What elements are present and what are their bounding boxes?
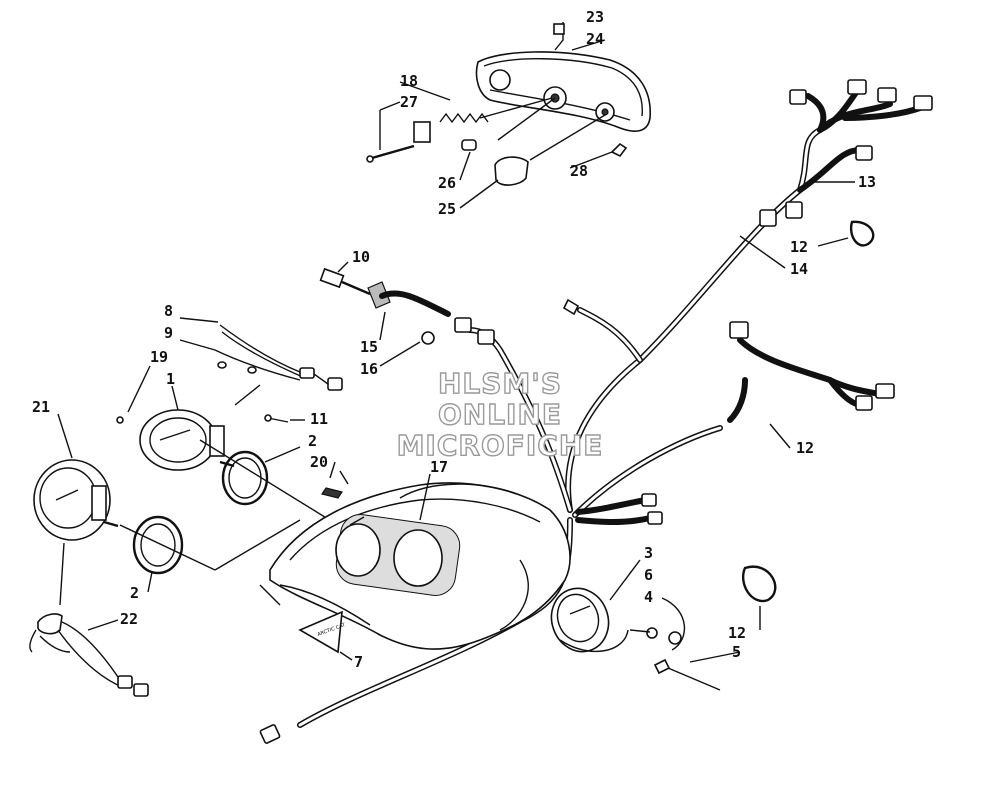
decal-7: ARCTIC CAT bbox=[298, 610, 353, 661]
callout-23: 23 bbox=[586, 8, 605, 26]
callout-19: 19 bbox=[150, 348, 169, 366]
bulb-socket-26 bbox=[461, 139, 477, 151]
callout-9: 9 bbox=[164, 324, 174, 342]
callout-7: 7 bbox=[354, 653, 364, 671]
callout-11: 11 bbox=[310, 410, 329, 428]
callout-8: 8 bbox=[164, 302, 174, 320]
speedometer-1 bbox=[116, 409, 235, 471]
callout-2-lower: 2 bbox=[130, 584, 140, 602]
bezel-ring-2-lower bbox=[132, 515, 184, 575]
callout-22: 22 bbox=[120, 610, 139, 628]
callout-5: 5 bbox=[732, 643, 742, 661]
callout-14: 14 bbox=[790, 260, 809, 278]
callout-18: 18 bbox=[400, 72, 419, 90]
callout-3: 3 bbox=[644, 544, 654, 562]
sensor-harness-22 bbox=[29, 613, 149, 697]
callout-2-upper: 2 bbox=[308, 432, 318, 450]
gauge-3 bbox=[550, 559, 741, 691]
instrument-panel-17 bbox=[259, 461, 571, 650]
callout-12-mid: 12 bbox=[796, 439, 815, 457]
callout-13: 13 bbox=[858, 173, 877, 191]
watermark: HLSM'S ONLINE MICROFICHE bbox=[385, 367, 615, 462]
callout-25: 25 bbox=[438, 200, 457, 218]
socket-25 bbox=[494, 156, 529, 186]
callout-20: 20 bbox=[310, 453, 329, 471]
callout-21: 21 bbox=[32, 398, 51, 416]
tachometer-21 bbox=[33, 459, 119, 606]
callout-28: 28 bbox=[570, 162, 589, 180]
callout-24: 24 bbox=[586, 30, 605, 48]
callout-4: 4 bbox=[644, 588, 654, 606]
callout-1: 1 bbox=[166, 370, 176, 388]
clamp-12-top bbox=[849, 220, 875, 247]
bracket bbox=[413, 121, 431, 143]
headlight-assembly bbox=[366, 22, 651, 209]
callout-26: 26 bbox=[438, 174, 457, 192]
callout-6: 6 bbox=[644, 566, 654, 584]
watermark-line-1: HLSM'S bbox=[437, 367, 563, 400]
bracket-assembly-15 bbox=[319, 261, 451, 367]
callout-27: 27 bbox=[400, 93, 419, 111]
watermark-line-3: MICROFICHE bbox=[396, 429, 604, 462]
callout-10: 10 bbox=[352, 248, 371, 266]
callout-15: 15 bbox=[360, 338, 379, 356]
callout-16: 16 bbox=[360, 360, 379, 378]
watermark-line-2: ONLINE bbox=[437, 398, 563, 431]
align-line-2 bbox=[119, 524, 216, 571]
adjust-screw-27 bbox=[371, 144, 415, 160]
spring-18 bbox=[439, 112, 489, 124]
clamp-12-bottom bbox=[742, 565, 777, 630]
callout-17: 17 bbox=[430, 458, 449, 476]
gauge-wiring-8-9 bbox=[214, 324, 343, 423]
callout-12-bottom: 12 bbox=[728, 624, 747, 642]
callout-12-top: 12 bbox=[790, 238, 809, 256]
align-line-3 bbox=[214, 519, 301, 571]
